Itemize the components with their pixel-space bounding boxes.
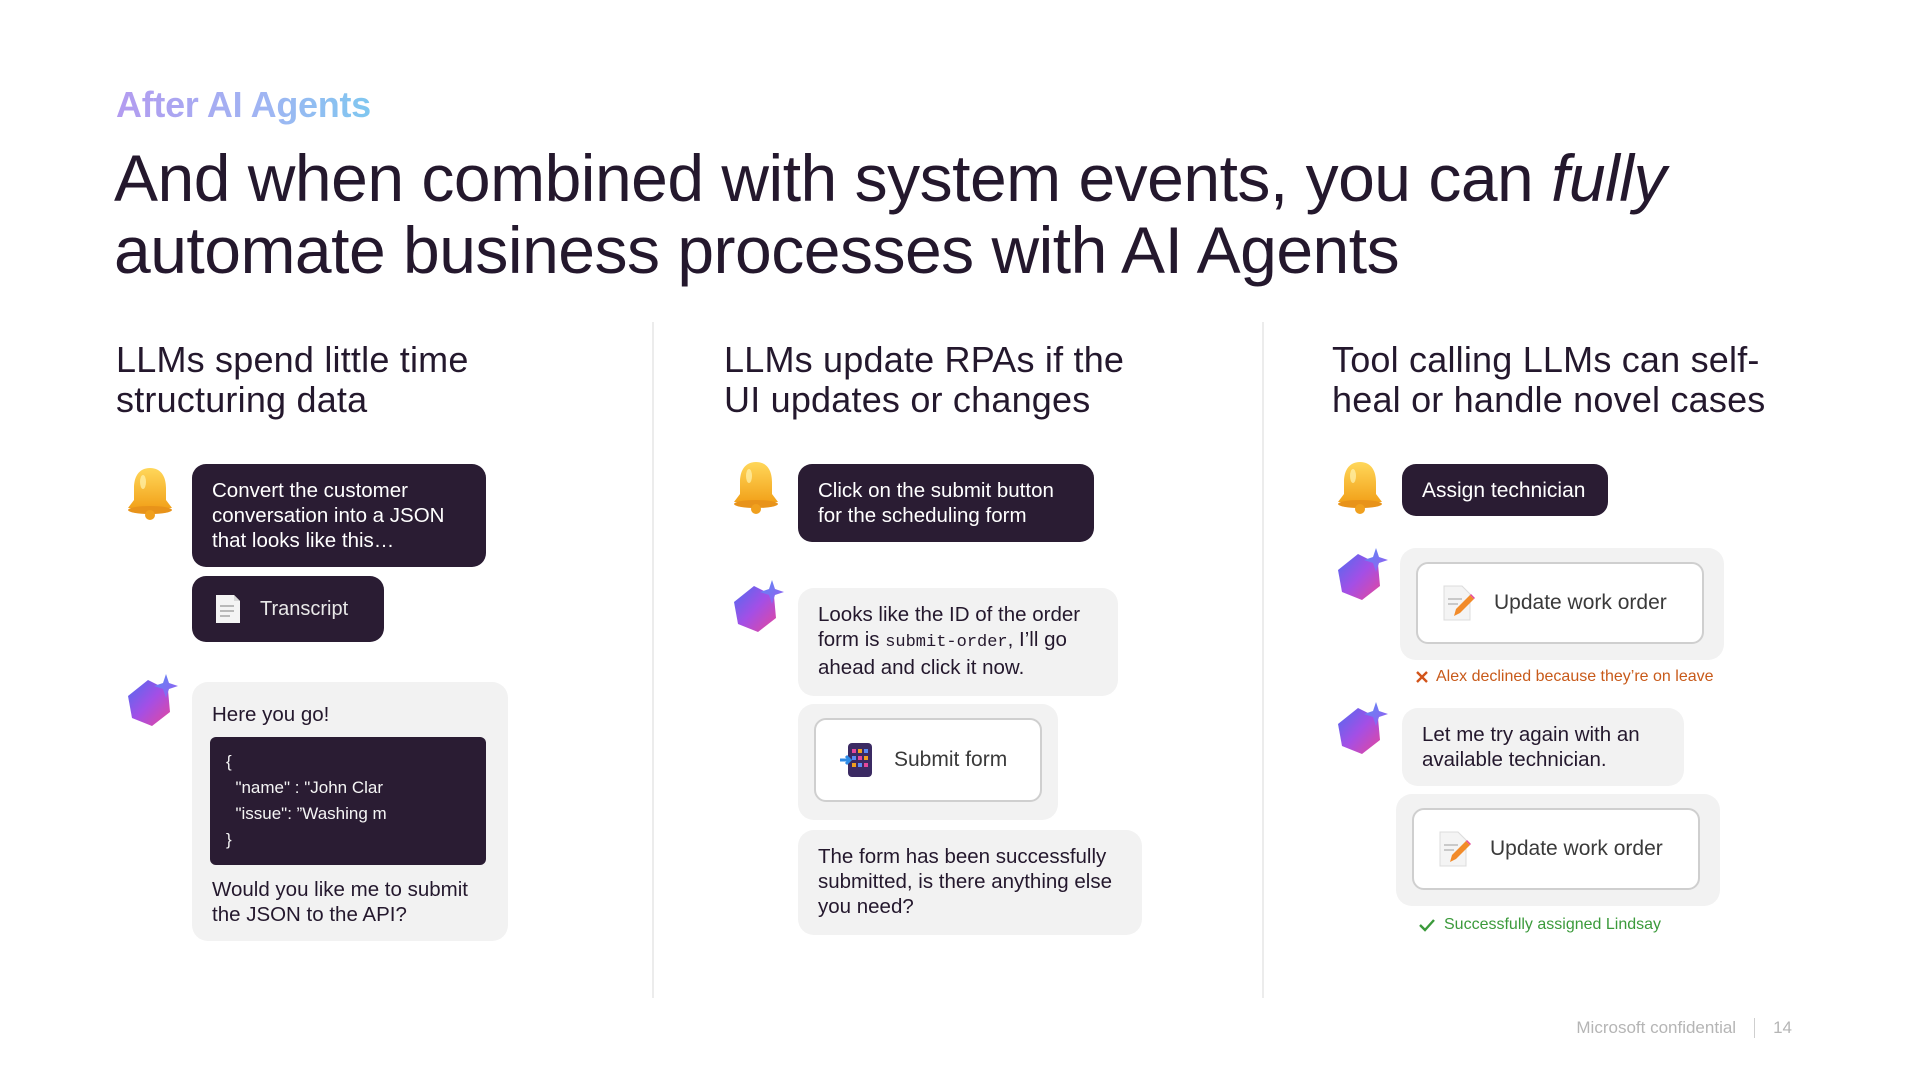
ai-agent-icon [734,580,784,632]
footer-separator [1754,1018,1756,1038]
button-label: Update work order [1490,837,1663,860]
agent-retry-bubble: Let me try again with an available techn… [1402,708,1684,786]
reply-text-pre: Looks like the ID of the order form is [818,603,1081,651]
bell-icon [1338,462,1382,514]
success-status: Successfully assigned Lindsay [1418,916,1661,934]
x-icon [1416,671,1428,683]
column-structuring: LLMs spend little time structuring data [116,340,656,420]
page-headline: And when combined with system events, yo… [114,142,1814,286]
prompt-text: Click on the submit button for the sched… [818,479,1054,527]
tool-call-card: Update work order [1396,794,1720,906]
user-prompt-bubble: Convert the customer conversation into a… [192,464,486,567]
column-title: Tool calling LLMs can self-heal or handl… [1332,339,1766,420]
reply-text-post: , I’ll go ahead and click it now. [818,628,1067,679]
code-line: } [226,830,232,849]
button-label: Update work order [1494,591,1667,614]
update-work-order-button[interactable]: Update work order [1416,562,1704,644]
code-line: "issue": ”Washing m [226,804,387,823]
agent-reply-bubble: Here you go! { "name" : "John Clar "issu… [192,682,508,941]
button-label: Submit form [894,748,1008,771]
element-id-code: submit-order [885,633,1008,652]
reply-intro: Here you go! [212,703,330,726]
document-icon [216,595,240,623]
bell-icon [734,462,778,514]
update-work-order-button[interactable]: Update work order [1412,808,1700,890]
ai-agent-icon [128,674,178,726]
tool-call-card: Submit form [798,704,1058,820]
headline-emphasis: fully [1551,141,1666,215]
tool-call-card: Update work order [1400,548,1724,660]
column-self-heal: Tool calling LLMs can self-heal or handl… [1332,340,1872,420]
agent-reply-bubble: Looks like the ID of the order form is s… [798,588,1118,696]
column-divider [1262,322,1264,998]
json-code-block: { "name" : "John Clar "issue": ”Washing … [210,737,486,865]
success-text: Successfully assigned Lindsay [1444,916,1662,933]
check-icon [1419,919,1435,932]
eyebrow-label: After AI Agents [116,84,371,125]
edit-document-icon [1443,585,1475,621]
error-text: Alex declined because they’re on leave [1436,668,1714,685]
agent-final-bubble: The form has been successfully submitted… [798,830,1142,935]
code-line: "name" : "John Clar [226,778,384,797]
submit-form-button[interactable]: Submit form [814,718,1042,802]
form-icon [840,743,872,777]
code-line: { [226,752,232,771]
column-rpa: LLMs update RPAs if the UI updates or ch… [724,340,1264,420]
confidential-label: Microsoft confidential [1576,1018,1737,1037]
reply-outro: Would you like me to submit the JSON to … [212,878,468,926]
retry-text: Let me try again with an available techn… [1422,723,1640,771]
prompt-text: Assign technician [1422,478,1586,502]
user-prompt-bubble: Click on the submit button for the sched… [798,464,1094,542]
error-status: Alex declined because they’re on leave [1414,668,1714,686]
page-number: 14 [1773,1018,1792,1037]
transcript-attachment[interactable]: Transcript [192,576,384,642]
bell-icon [128,468,172,520]
column-title: LLMs spend little time structuring data [116,339,469,420]
headline-part2: automate business processes with AI Agen… [114,213,1400,287]
attachment-label: Transcript [260,597,349,620]
edit-document-icon [1439,831,1471,867]
headline-part1: And when combined with system events, yo… [114,141,1552,215]
ai-agent-icon [1338,548,1388,600]
column-divider [652,322,654,998]
prompt-text: Convert the customer conversation into a… [212,479,445,552]
slide-footer: Microsoft confidential 14 [1576,1018,1792,1038]
column-title: LLMs update RPAs if the UI updates or ch… [724,339,1125,420]
user-prompt-bubble: Assign technician [1402,464,1608,516]
ai-agent-icon [1338,702,1388,754]
final-text: The form has been successfully submitted… [818,845,1112,918]
